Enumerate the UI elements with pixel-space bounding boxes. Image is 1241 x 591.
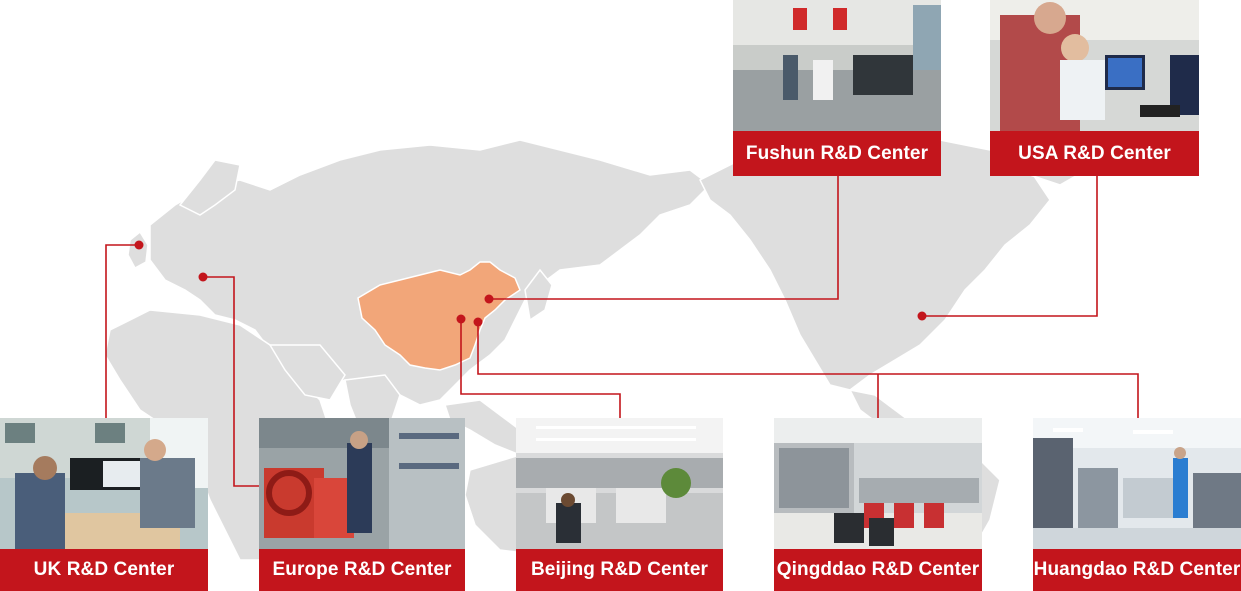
qingdao-card[interactable]: Qingddao R&D Center [774,418,982,591]
fushun-photo [733,0,941,131]
scandinavia-landmass [178,159,241,216]
arabia-landmass [268,344,346,401]
connector-lines [105,176,1139,487]
uk-label: UK R&D Center [0,549,208,591]
uk-photo [0,418,208,549]
uk-landmass [127,230,149,270]
beijing-card[interactable]: Beijing R&D Center [516,418,723,591]
north-america-landmass [698,139,1051,391]
qingdao-label: Qingddao R&D Center [774,549,982,591]
fushun-label: Fushun R&D Center [733,131,941,176]
usa-photo [990,0,1199,131]
huangdao-photo [1033,418,1241,549]
location-dots [134,240,927,327]
connector-europe [203,276,262,487]
connector-fushun [489,176,839,300]
fushun-card[interactable]: Fushun R&D Center [733,0,941,176]
huangdao-label: Huangdao R&D Center [1033,549,1241,591]
china-highlight [357,261,521,371]
dot-uk [134,240,144,250]
dot-beijing [456,314,466,324]
dot-qingdao [473,317,483,327]
europe-label: Europe R&D Center [259,549,465,591]
connector-beijing [460,319,621,418]
usa-card[interactable]: USA R&D Center [990,0,1199,176]
connector-usa [922,176,1098,317]
dot-usa [917,311,927,321]
qingdao-photo [774,418,982,549]
huangdao-card[interactable]: Huangdao R&D Center [1033,418,1241,591]
japan-landmass [524,268,553,322]
usa-label: USA R&D Center [990,131,1199,176]
dot-fushun [484,294,494,304]
connector-uk [105,244,139,420]
uk-card[interactable]: UK R&D Center [0,418,208,591]
europe-photo [259,418,465,549]
connector-qingdao-huangdao [477,322,1139,420]
beijing-label: Beijing R&D Center [516,549,723,591]
dot-europe [198,272,208,282]
beijing-photo [516,418,723,549]
europe-card[interactable]: Europe R&D Center [259,418,465,591]
